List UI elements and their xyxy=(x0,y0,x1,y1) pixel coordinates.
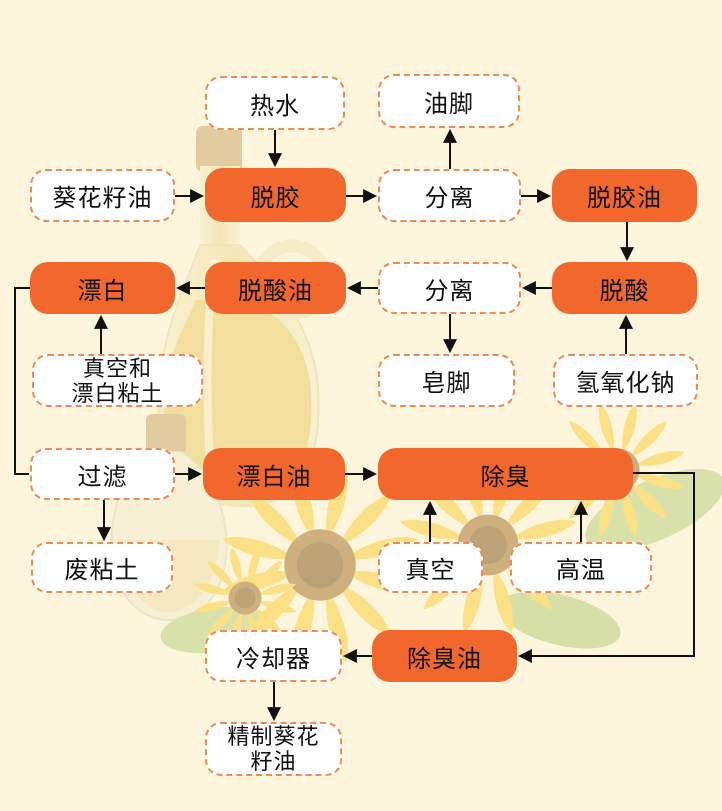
flow-node-deodorization: 除臭 xyxy=(378,448,633,500)
flow-node-sodium-hydroxide: 氢氧化钠 xyxy=(553,354,698,407)
flow-node-vacuum: 真空 xyxy=(378,542,483,593)
flow-node-label-line: 漂白粘土 xyxy=(71,380,164,406)
flow-node-bleaching: 漂白 xyxy=(30,262,175,314)
flow-node-high-temperature: 高温 xyxy=(510,542,652,593)
flow-node-deacidified-oil: 脱酸油 xyxy=(205,262,346,314)
flow-node-label-line: 真空和 xyxy=(82,355,152,381)
flow-node-cooler: 冷却器 xyxy=(205,630,342,682)
flow-node-deacidification: 脱酸 xyxy=(552,262,697,314)
flow-node-separation-1: 分离 xyxy=(378,169,521,222)
flow-node-hot-water: 热水 xyxy=(205,76,345,130)
flow-node-refined-sunflower-seed-oil: 精制葵花籽油 xyxy=(205,722,342,776)
flow-node-label-line: 籽油 xyxy=(250,749,297,774)
flow-node-vacuum-and-bleaching-clay: 真空和漂白粘土 xyxy=(32,354,203,407)
flow-node-filtration: 过滤 xyxy=(30,448,175,500)
flow-node-label-line: 精制葵花 xyxy=(227,724,320,749)
flow-node-bleached-oil: 漂白油 xyxy=(203,448,345,500)
flow-node-degummed-oil: 脱胶油 xyxy=(552,169,697,222)
flow-node-soap-foot: 皂脚 xyxy=(378,354,515,407)
flow-node-degumming: 脱胶 xyxy=(205,168,346,222)
flow-node-separation-2: 分离 xyxy=(378,262,521,314)
flow-node-sunflower-seed-oil: 葵花籽油 xyxy=(30,169,175,222)
flow-node-oil-foot: 油脚 xyxy=(378,74,520,128)
flow-node-deodorized-oil: 除臭油 xyxy=(372,630,517,682)
flow-node-waste-clay: 废粘土 xyxy=(31,542,173,593)
